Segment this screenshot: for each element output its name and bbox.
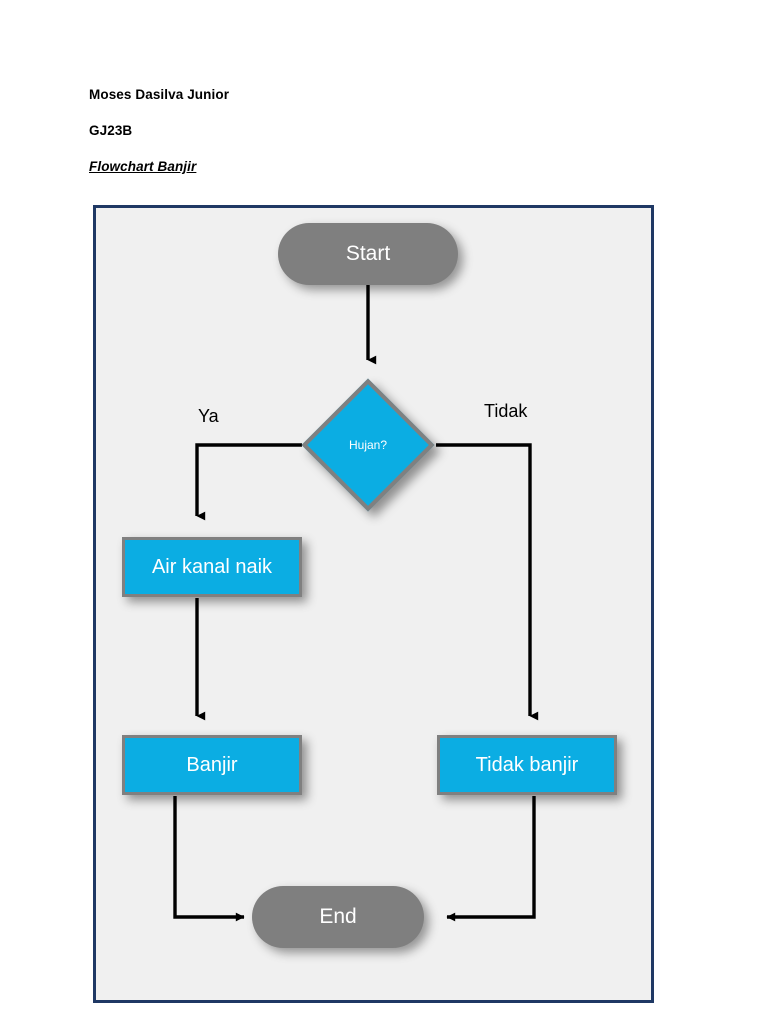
- edge-banjir-to-end: [173, 796, 245, 922]
- branch-label-tidak: Tidak: [484, 401, 528, 421]
- page-title: Flowchart Banjir: [89, 158, 197, 174]
- document-header: Moses Dasilva Junior GJ23B Flowchart Ban…: [89, 87, 649, 175]
- branch-label-ya: Ya: [198, 406, 219, 426]
- node-start[interactable]: Start: [278, 223, 458, 285]
- node-banjir-label: Banjir: [186, 753, 238, 776]
- node-tidak-banjir[interactable]: Tidak banjir: [437, 735, 617, 795]
- node-end-label: End: [319, 905, 357, 928]
- edge-hujan-tidak-to-tidak-banjir: [436, 443, 539, 721]
- node-hujan[interactable]: Hujan?: [301, 378, 435, 512]
- edge-tidak-banjir-to-end: [446, 796, 536, 922]
- author-name: Moses Dasilva Junior: [89, 87, 230, 102]
- node-start-label: Start: [345, 242, 391, 265]
- node-tidak-banjir-label: Tidak banjir: [475, 753, 579, 776]
- flowchart-canvas: Air kanal naik (left then down) --> Tida…: [93, 205, 654, 1003]
- flowchart-connectors: Air kanal naik (left then down) --> Tida…: [173, 283, 539, 922]
- node-air-kanal-naik[interactable]: Air kanal naik: [122, 537, 302, 597]
- node-end[interactable]: End: [252, 886, 424, 948]
- node-banjir[interactable]: Banjir: [122, 735, 302, 795]
- class-code: GJ23B: [89, 122, 133, 138]
- node-air-kanal-naik-label: Air kanal naik: [151, 555, 273, 578]
- edge-hujan-ya-to-air-kanal: [195, 443, 302, 521]
- node-hujan-label: Hujan?: [348, 438, 388, 452]
